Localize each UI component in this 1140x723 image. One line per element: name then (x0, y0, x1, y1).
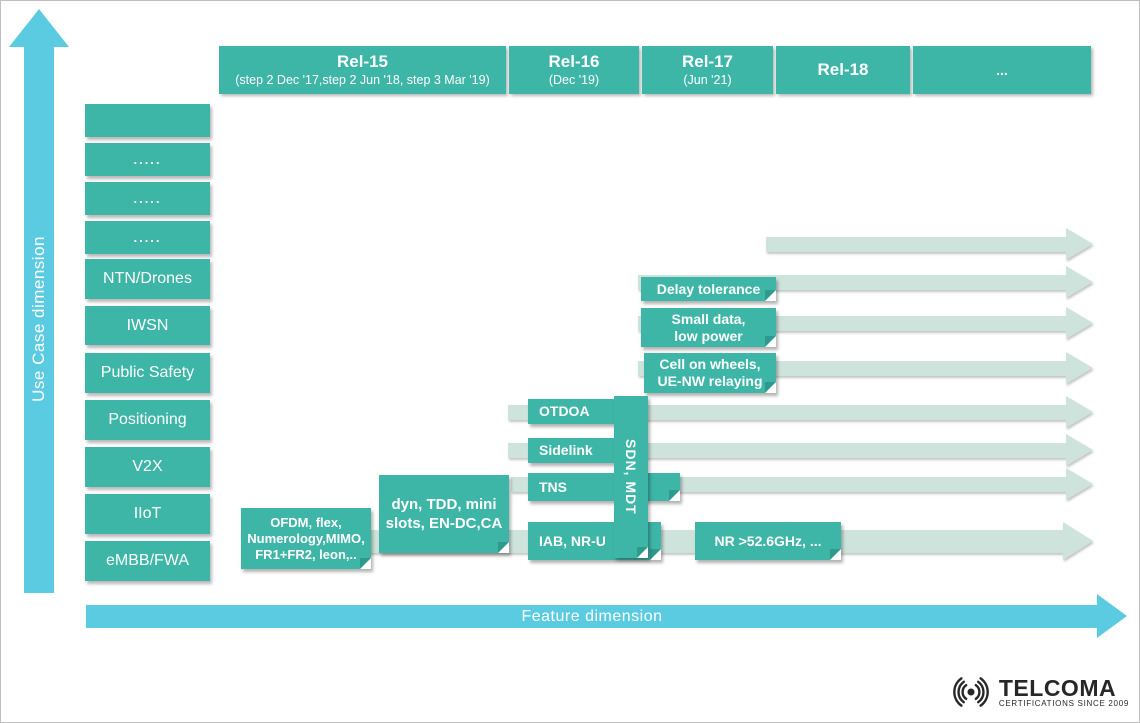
release-name: ... (996, 62, 1008, 78)
use-case-box-blank (85, 104, 210, 137)
feature-axis-label: Feature dimension (521, 607, 663, 625)
use-case-box-ntn-drones: NTN/Drones (85, 259, 210, 299)
timeline-cell-future: ... (913, 46, 1091, 94)
feature-box-dyn-tdd: dyn, TDD, mini slots, EN-DC,CA (379, 475, 509, 553)
feature-box-cell-on-wheels: Cell on wheels, UE-NW relaying (644, 353, 776, 393)
release-dates: (Dec '19) (548, 73, 600, 87)
logo-tagline: CERTIFICATIONS SINCE 2009 (998, 698, 1129, 708)
feature-box-small-data: Small data, low power (641, 308, 776, 347)
timeline-cell-rel-18: Rel-18 (776, 46, 910, 94)
use-case-axis-arrowhead (9, 9, 69, 47)
feature-arrow-row4 (766, 228, 1093, 260)
feature-box-sidelink: Sidelink (528, 438, 616, 463)
feature-box-tns: TNS (528, 473, 680, 501)
feature-box-nr-52ghz: NR >52.6GHz, ... (695, 522, 841, 560)
use-case-axis: Use Case dimension (24, 45, 54, 593)
use-case-box-dots-1: ..... (85, 143, 210, 176)
release-name: Rel-17 (681, 52, 734, 71)
use-case-box-iiot: IIoT (85, 494, 210, 534)
use-case-box-dots-3: ..... (85, 221, 210, 254)
logo-text: TELCOMA CERTIFICATIONS SINCE 2009 (998, 674, 1129, 708)
release-dates: (Jun '21) (683, 73, 732, 87)
feature-axis: Feature dimension (86, 605, 1098, 628)
release-name: Rel-15 (336, 52, 389, 71)
feature-box-ofdm: OFDM, flex, Numerology,MIMO, FR1+FR2, le… (241, 508, 371, 569)
release-name: Rel-18 (817, 60, 869, 79)
timeline-cell-rel-16: Rel-16 (Dec '19) (509, 46, 639, 94)
release-name: Rel-16 (548, 52, 600, 71)
release-dates: (step 2 Dec '17,step 2 Jun '18, step 3 M… (235, 73, 490, 87)
feature-box-delay-tolerance: Delay tolerance (641, 277, 776, 301)
feature-box-sdn-mdt: SDN, MDT (614, 396, 648, 558)
logo-name: TELCOMA (998, 674, 1117, 701)
use-case-box-public-safety: Public Safety (85, 353, 210, 393)
use-case-box-iwsn: IWSN (85, 306, 210, 345)
use-case-axis-label: Use Case dimension (29, 236, 48, 402)
use-case-box-dots-2: ..... (85, 182, 210, 215)
use-case-box-v2x: V2X (85, 447, 210, 487)
use-case-box-embb-fwa: eMBB/FWA (85, 541, 210, 581)
feature-box-otdoa: OTDOA (528, 399, 616, 424)
telcoma-logo: TELCOMA CERTIFICATIONS SINCE 2009 (946, 673, 1129, 711)
use-case-box-positioning: Positioning (85, 400, 210, 440)
feature-axis-arrowhead (1097, 594, 1127, 638)
timeline-cell-rel-17: Rel-17 (Jun '21) (642, 46, 773, 94)
timeline-cell-rel-15: Rel-15 (step 2 Dec '17,step 2 Jun '18, s… (219, 46, 506, 94)
signal-icon (953, 677, 989, 707)
